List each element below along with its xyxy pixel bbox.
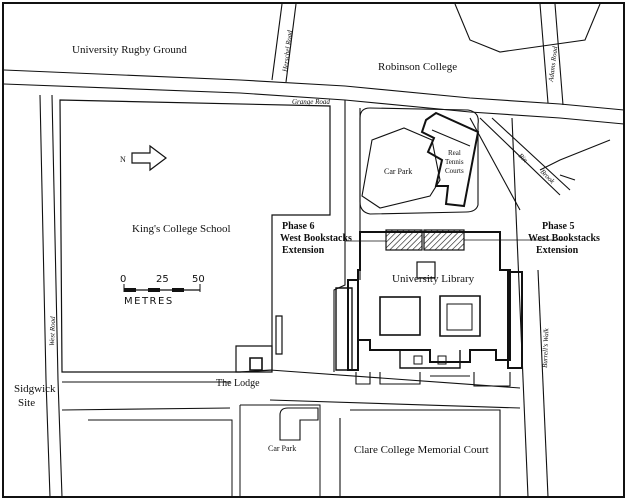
label-phase6-line3: Extension bbox=[282, 245, 325, 256]
scale-tick-0: 0 bbox=[120, 274, 126, 285]
car-park-north-outline bbox=[361, 127, 441, 209]
adams-road-east-edge bbox=[554, 3, 564, 106]
label-sidgwick-line2: Site bbox=[18, 397, 35, 409]
burrells-walk-east-edge bbox=[537, 269, 549, 498]
label-university-rugby-ground: University Rugby Ground bbox=[72, 44, 187, 56]
label-sidgwick-line1: Sidgwick bbox=[14, 383, 56, 395]
label-phase6-line1: Phase 6 bbox=[282, 221, 315, 232]
west-road-outer-edge bbox=[39, 94, 51, 498]
label-university-library: University Library bbox=[392, 273, 475, 285]
grange-road-lower-edge bbox=[3, 83, 625, 125]
grange-road-upper-edge bbox=[3, 69, 625, 111]
herschel-road-east-edge bbox=[285, 3, 297, 83]
road-label-adams-road: Adams Road bbox=[547, 45, 559, 83]
label-phase6-line2: West Bookstacks bbox=[280, 233, 352, 244]
label-real-tennis-courts-3: Courts bbox=[445, 167, 464, 175]
label-kings-college-school: King's College School bbox=[132, 223, 231, 235]
bin-brook-line-1 bbox=[479, 117, 561, 196]
scale-tick-50: 50 bbox=[192, 274, 205, 285]
road-network bbox=[3, 3, 625, 498]
top-right-path bbox=[454, 3, 601, 53]
label-phase5-line3: Extension bbox=[536, 245, 579, 256]
west-road-inner-edge bbox=[51, 94, 63, 498]
the-lodge-building bbox=[235, 315, 283, 373]
label-clare-college-memorial-court: Clare College Memorial Court bbox=[354, 444, 489, 456]
label-real-tennis-courts-2: Tennis bbox=[445, 158, 464, 166]
phase6-extension-hatch bbox=[385, 229, 423, 251]
label-robinson-college: Robinson College bbox=[378, 61, 457, 73]
road-label-west-road: West Road bbox=[48, 316, 57, 346]
road-label-herschel-road: Herschel Road bbox=[281, 29, 294, 73]
north-arrow-label: N bbox=[120, 155, 126, 164]
label-car-park-north: Car Park bbox=[384, 167, 412, 176]
scale-tick-25: 25 bbox=[156, 274, 169, 285]
kings-college-school-grounds bbox=[59, 99, 331, 373]
label-the-lodge: The Lodge bbox=[216, 378, 260, 389]
university-library-building bbox=[335, 231, 523, 371]
scale-bar bbox=[123, 284, 201, 292]
clare-court-area bbox=[279, 372, 511, 497]
herschel-road-west-edge bbox=[271, 3, 283, 81]
lower-road-north-edge-east bbox=[269, 369, 521, 389]
scale-unit-label: METRES bbox=[124, 296, 174, 307]
road-label-burrells-walk: Burrell's Walk bbox=[541, 327, 550, 368]
burrells-walk-west-edge bbox=[511, 117, 529, 498]
lower-road-south-edge-east bbox=[269, 399, 521, 409]
label-phase5-line2: West Bookstacks bbox=[528, 233, 600, 244]
label-real-tennis-courts-1: Real bbox=[448, 149, 461, 157]
label-car-park-south: Car Park bbox=[268, 444, 296, 453]
road-label-bin: Bin bbox=[517, 152, 530, 165]
bin-brook-line-2 bbox=[491, 117, 571, 191]
lower-road-south-edge-west bbox=[61, 407, 231, 411]
real-tennis-courts-building bbox=[420, 111, 480, 208]
road-label-grange-road: Grange Road bbox=[292, 98, 330, 106]
north-arrow-icon bbox=[131, 144, 167, 172]
lower-left-plots bbox=[88, 404, 321, 497]
bin-brook-branch bbox=[539, 139, 611, 171]
adams-road-west-edge bbox=[539, 3, 549, 104]
label-phase5-line1: Phase 5 bbox=[542, 221, 575, 232]
phase5-extension-hatch bbox=[423, 229, 465, 251]
bin-brook-arrow-stub bbox=[559, 174, 576, 181]
car-park-north-surround bbox=[359, 107, 479, 215]
